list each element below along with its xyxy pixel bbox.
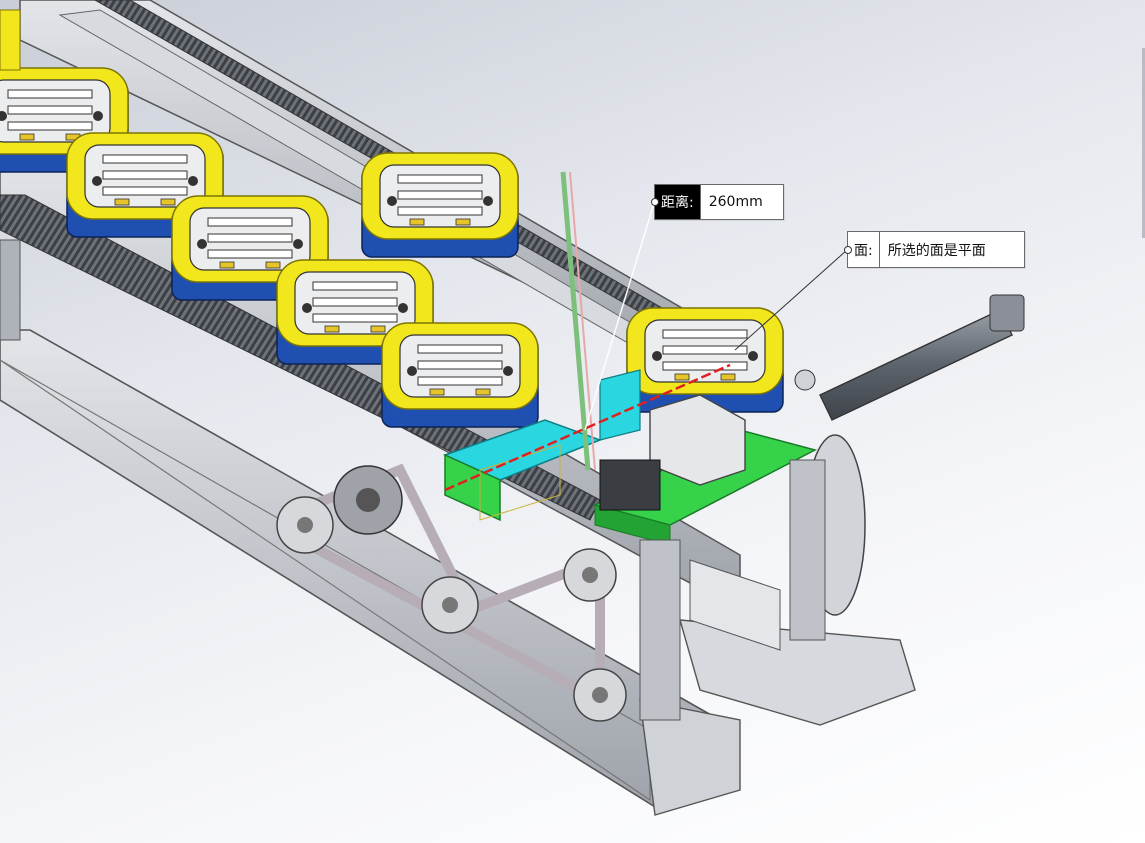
distance-label: 距离: (655, 185, 701, 219)
distance-value: 260mm (708, 194, 763, 210)
tray-row (0, 9, 784, 428)
face-callout[interactable]: 面: 所选的面是平面 (844, 231, 1025, 268)
pneumatic-cylinder (794, 294, 1025, 421)
measurement-overlay (444, 171, 848, 492)
viewport-edge (1142, 48, 1145, 238)
selected-component[interactable] (442, 369, 641, 522)
distance-callout[interactable]: 距离: 260mm (651, 184, 784, 220)
circle-dot-icon (844, 245, 852, 254)
face-label: 面: (848, 232, 880, 267)
mount-block (592, 394, 826, 721)
face-value: 所选的面是平面 (887, 242, 986, 259)
circle-dot-icon (651, 198, 659, 206)
